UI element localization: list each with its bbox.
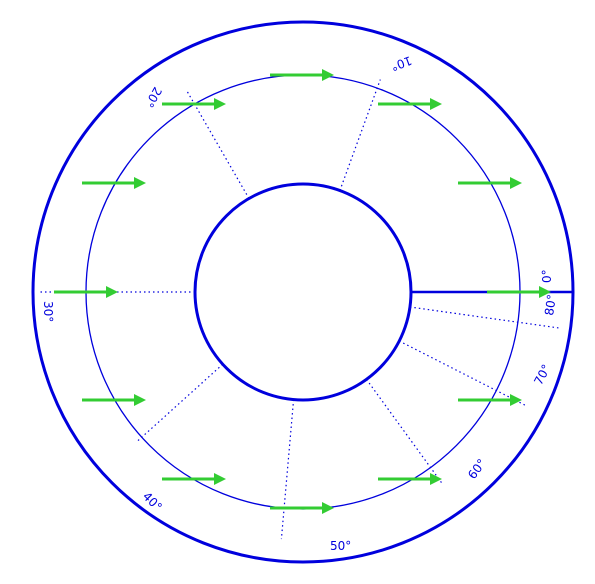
radial-line [280,399,295,540]
flow-arrow [458,177,522,189]
flow-arrow [82,177,146,189]
inner-ring [193,182,413,402]
flow-arrow-head [539,286,551,298]
flow-arrow-head [430,98,442,110]
angle-label: 0° [540,269,554,283]
flow-arrow [270,69,334,81]
flow-arrow [378,473,442,485]
flow-arrow-head [322,502,334,514]
flow-arrow [162,98,226,110]
angle-label: 30° [41,301,55,322]
flow-arrow-head [214,473,226,485]
flow-arrow [378,98,442,110]
radial-line [409,306,561,329]
flow-arrow-head [510,394,522,406]
radial-line [339,79,381,191]
flow-arrow-head [134,394,146,406]
radial-line [366,379,443,484]
angle-label: 10° [389,53,414,73]
flow-arrow [458,394,522,406]
flow-arrow-head [510,177,522,189]
flow-arrow-head [106,286,118,298]
flow-arrow-head [322,69,334,81]
angle-label: 50° [330,539,351,553]
flow-arrow-head [214,98,226,110]
flow-arrow [162,473,226,485]
flow-arrow [54,286,118,298]
flow-arrow [270,502,334,514]
flow-arrow-head [134,177,146,189]
flow-arrow-head [430,473,442,485]
angle-label: 80° [542,293,559,316]
flow-arrows [54,69,551,514]
radial-line [398,340,528,407]
radial-line [135,363,224,444]
flow-arrow [487,286,551,298]
flow-arrow [82,394,146,406]
